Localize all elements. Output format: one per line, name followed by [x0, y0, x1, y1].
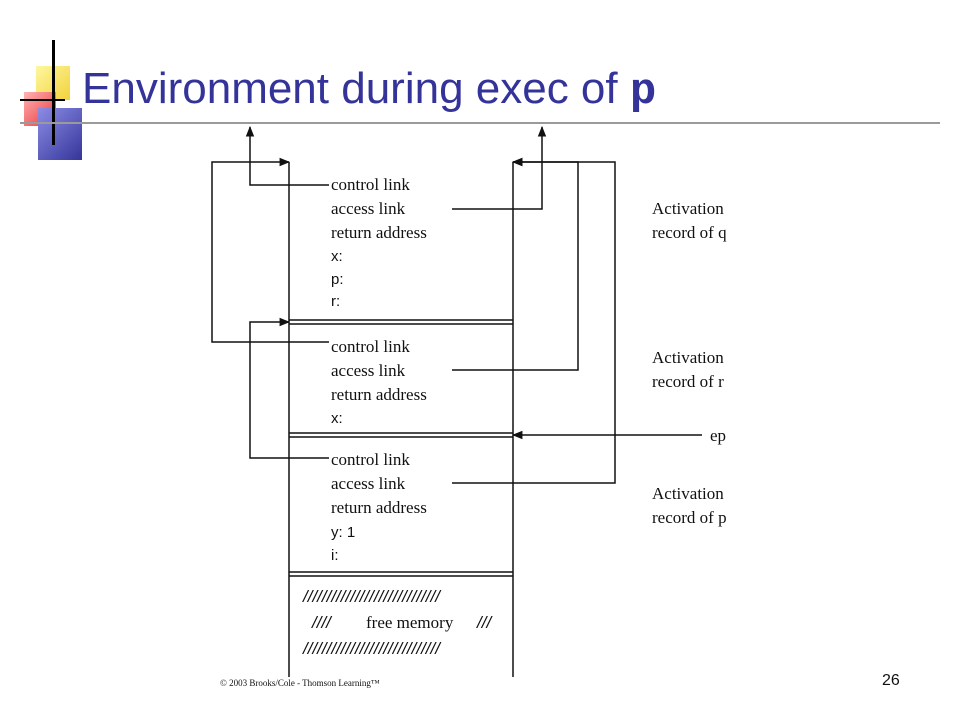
caption-p-line1: Activation	[652, 484, 724, 503]
free-memory-hatch-top: /////////////////////////////	[302, 587, 442, 606]
q-access-link-arrow	[452, 125, 547, 210]
free-memory-hatch-left: ////	[311, 613, 333, 632]
q-field-x: x:	[331, 248, 343, 265]
p-field-access-link: access link	[331, 474, 406, 493]
free-memory-hatch-right: ///	[476, 613, 493, 632]
free-memory-hatch-bottom: /////////////////////////////	[302, 639, 442, 658]
r-field-return-address: return address	[331, 385, 427, 404]
p-access-link-arrow	[452, 157, 616, 484]
r-field-control-link: control link	[331, 337, 410, 356]
page-number: 26	[882, 672, 900, 689]
q-field-control-link: control link	[331, 175, 410, 194]
q-field-r: r:	[331, 293, 340, 310]
decor-blue-square	[38, 108, 82, 160]
slide-title-code: p	[629, 67, 657, 117]
caption-q-line1: Activation	[652, 199, 724, 218]
caption-r-line2: record of r	[652, 372, 724, 391]
q-field-access-link: access link	[331, 199, 406, 218]
p-field-control-link: control link	[331, 450, 410, 469]
decor-horizontal-mark	[20, 99, 65, 101]
slide-title: Environment during exec of p	[82, 64, 656, 117]
r-control-link-arrow	[211, 157, 329, 343]
r-access-link-arrow	[452, 157, 579, 371]
decor-vertical-rule	[52, 40, 55, 145]
p-field-return-address: return address	[331, 498, 427, 517]
caption-p-line2: record of p	[652, 508, 727, 527]
copyright-notice: © 2003 Brooks/Cole - Thomson Learning™	[220, 678, 380, 688]
p-field-y: y: 1	[331, 524, 355, 541]
caption-q-line2: record of q	[652, 223, 727, 242]
p-field-i: i:	[331, 547, 339, 564]
ep-label: ep	[710, 426, 726, 445]
slide-title-text: Environment during exec of	[82, 64, 630, 113]
r-field-access-link: access link	[331, 361, 406, 380]
q-field-p: p:	[331, 271, 344, 288]
p-control-link-arrow	[249, 317, 329, 459]
free-memory-label: free memory	[366, 613, 454, 632]
caption-r-line1: Activation	[652, 348, 724, 367]
r-field-x: x:	[331, 410, 343, 427]
q-control-link-arrow	[245, 125, 329, 186]
q-field-return-address: return address	[331, 223, 427, 242]
title-underline	[20, 122, 940, 124]
